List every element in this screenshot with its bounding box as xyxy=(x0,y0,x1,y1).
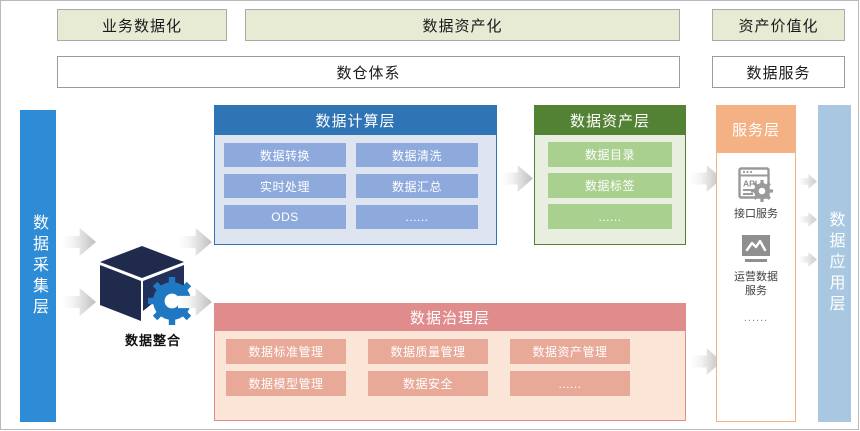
band-label: 数据资产化 xyxy=(422,17,503,35)
chip-governance[interactable]: ...... xyxy=(510,371,630,396)
chip-governance[interactable]: 数据模型管理 xyxy=(226,371,346,396)
chip-governance[interactable]: 数据资产管理 xyxy=(510,339,630,364)
service-more-dots: ...... xyxy=(743,312,769,325)
service-item-api[interactable]: API xyxy=(734,165,778,222)
band-label: 资产价值化 xyxy=(738,17,819,35)
chip-governance[interactable]: 数据安全 xyxy=(368,371,488,396)
column-label: 数据采集层 xyxy=(30,213,47,319)
chip-compute[interactable]: 数据清洗 xyxy=(356,143,478,167)
band-label: 数据服务 xyxy=(746,64,811,82)
service-item-operations[interactable]: 运营数据 服务 xyxy=(734,232,778,299)
chip-asset[interactable]: 数据目录 xyxy=(548,142,672,167)
chip-compute[interactable]: 实时处理 xyxy=(224,174,346,198)
integration-icon-group: 数据整合 xyxy=(98,243,208,348)
chip-asset[interactable]: ...... xyxy=(548,204,672,229)
integration-label: 数据整合 xyxy=(124,333,181,348)
column-label: 数据应用层 xyxy=(826,211,844,316)
chip-asset[interactable]: 数据标签 xyxy=(548,173,672,198)
service-item-label: 接口服务 xyxy=(734,208,778,220)
compute-layer-chip-grid: 数据转换 数据清洗 实时处理 数据汇总 ODS ...... xyxy=(215,135,496,237)
band-label: 数仓体系 xyxy=(336,64,401,82)
band-data-warehouse-system: 数仓体系 xyxy=(57,56,680,88)
band-data-service: 数据服务 xyxy=(712,56,845,88)
asset-layer-title: 数据资产层 xyxy=(534,105,686,135)
chip-governance[interactable]: 数据标准管理 xyxy=(226,339,346,364)
asset-layer-chip-list: 数据目录 数据标签 ...... xyxy=(535,135,685,236)
panel-service-layer: 服务层 API xyxy=(716,105,796,422)
band-data-assetization: 数据资产化 xyxy=(245,9,680,41)
band-business-digitalization: 业务数据化 xyxy=(57,9,227,41)
panel-compute-layer: 数据计算层 数据转换 数据清洗 实时处理 数据汇总 ODS ...... xyxy=(214,105,497,245)
column-data-application-layer: 数据应用层 xyxy=(818,105,851,422)
service-layer-title: 服务层 xyxy=(716,105,796,153)
compute-layer-title: 数据计算层 xyxy=(214,105,497,135)
api-window-icon: API xyxy=(738,167,773,202)
chip-compute[interactable]: 数据汇总 xyxy=(356,174,478,198)
band-asset-valuation: 资产价值化 xyxy=(712,9,845,41)
band-label: 业务数据化 xyxy=(101,17,182,35)
chip-compute[interactable]: ...... xyxy=(356,205,478,229)
chip-compute[interactable]: 数据转换 xyxy=(224,143,346,167)
chip-compute[interactable]: ODS xyxy=(224,205,346,229)
service-item-label: 运营数据 服务 xyxy=(734,270,778,297)
column-data-collection-layer: 数据采集层 xyxy=(20,110,56,422)
governance-layer-title: 数据治理层 xyxy=(214,303,686,331)
svg-text:API: API xyxy=(743,179,757,189)
cube-gear-icon xyxy=(100,246,196,325)
service-layer-items: API xyxy=(717,153,795,324)
panel-asset-layer: 数据资产层 数据目录 数据标签 ...... xyxy=(534,105,686,245)
monitor-chart-icon xyxy=(742,234,770,262)
panel-governance-layer: 数据治理层 数据标准管理 数据质量管理 数据资产管理 数据模型管理 数据安全 .… xyxy=(214,303,686,421)
chip-governance[interactable]: 数据质量管理 xyxy=(368,339,488,364)
governance-layer-chip-grid: 数据标准管理 数据质量管理 数据资产管理 数据模型管理 数据安全 ...... xyxy=(215,331,685,404)
